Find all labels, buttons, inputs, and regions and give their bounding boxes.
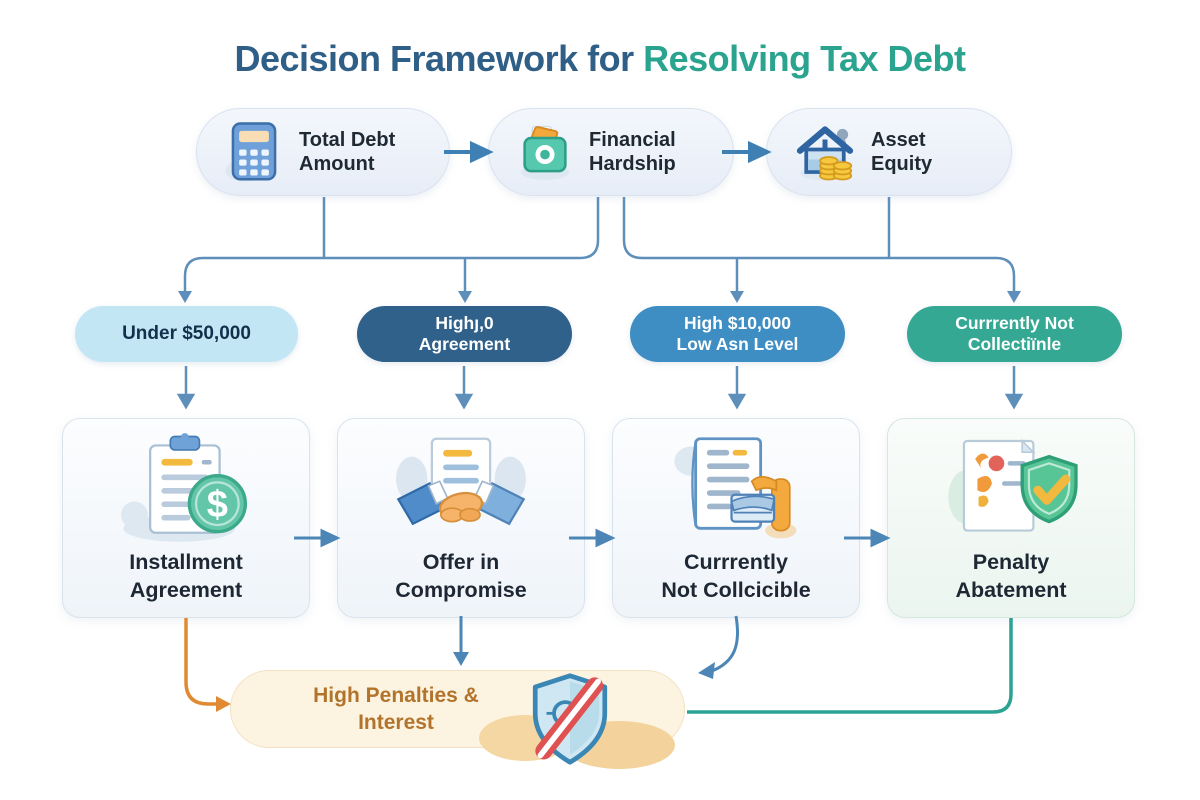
option-installment-agreement: $ Installment Agreement — [62, 418, 310, 618]
factor-financial-hardship: Financial Hardship — [488, 108, 734, 196]
option-label: Offer in Compromise — [395, 550, 527, 602]
option-icon-zone: $ — [111, 427, 261, 549]
option-icon-zone — [661, 427, 811, 549]
document-dollar-icon: $ — [121, 433, 248, 542]
penalty-to-outcome-line — [687, 618, 1013, 714]
outcome-label: High Penalties & Interest — [313, 683, 479, 734]
document-hand-icon — [674, 437, 797, 539]
option-label: Currrently Not Collcicible — [661, 550, 811, 602]
cnc-to-outcome-arrow — [711, 615, 740, 673]
installment-to-outcome-arrow — [184, 618, 216, 706]
title-part-accent: Resolving Tax Debt — [643, 38, 966, 79]
condition-under-50000: Under $50,000 — [75, 306, 298, 362]
option-penalty-abatement: Penalty Abatement — [887, 418, 1135, 618]
factor-label: Financial Hardship — [589, 128, 676, 175]
option-icon-zone — [936, 427, 1086, 549]
outcome-high-penalties-interest: High Penalties & Interest — [230, 670, 685, 769]
document-shield-icon — [948, 438, 1078, 532]
option-label: Installment Agreement — [129, 550, 243, 602]
factor-label: Asset Equity — [871, 128, 933, 175]
decision-tree-lines — [183, 197, 1016, 292]
outcome-icon-zone — [527, 672, 613, 766]
wallet-icon — [520, 125, 570, 180]
decision-tree-arrowheads — [178, 291, 1021, 303]
title-part-primary: Decision Framework for — [234, 38, 634, 79]
option-offer-in-compromise: Offer in Compromise — [337, 418, 585, 618]
calculator-icon — [225, 122, 277, 182]
house-coins-icon — [796, 126, 854, 181]
shield-slash-icon — [532, 673, 608, 765]
option-icon-zone — [386, 427, 536, 549]
svg-text:$: $ — [207, 484, 228, 526]
factor-label: Total Debt Amount — [299, 128, 396, 175]
handshake-icon — [396, 437, 526, 526]
option-label: Penalty Abatement — [955, 550, 1067, 602]
factor-total-debt-amount: Total Debt Amount — [196, 108, 450, 196]
condition-to-option-arrows — [176, 366, 1024, 410]
page-title: Decision Framework for Resolving Tax Deb… — [0, 38, 1200, 80]
option-currently-not-collectible: Currrently Not Collcicible — [612, 418, 860, 618]
factor-asset-equity: Asset Equity — [766, 108, 1012, 196]
